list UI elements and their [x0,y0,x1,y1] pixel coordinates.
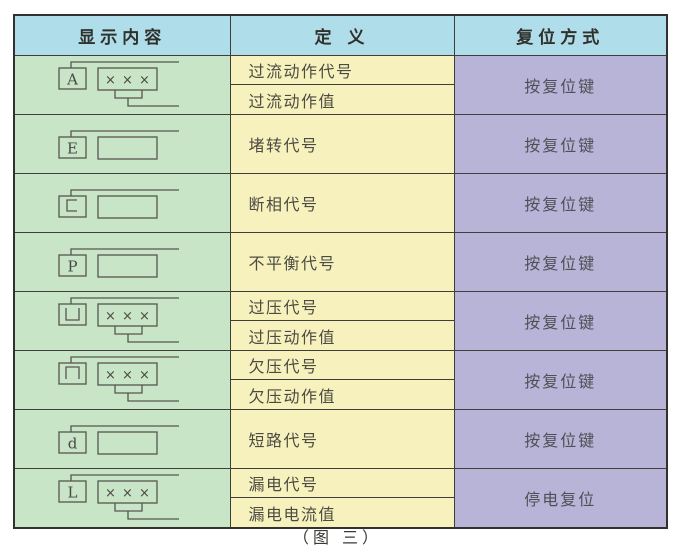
table-row: L × × × 漏电代号漏电电流值 停电复位 [13,468,668,529]
definition-label: 过流动作代号 [230,56,454,85]
display-symbol-graphic: L × × × [58,474,179,520]
display-symbol-graphic: d [58,425,179,455]
definition-cell: 过流动作代号过流动作值 [229,55,455,115]
definition-label: 短路代号 [248,431,319,450]
reset-label: 按复位键 [524,136,597,155]
display-cell: L × × × [13,468,231,529]
display-cell: A × × × [13,55,231,115]
table-row: × × × 过压代号过压动作值 按复位键 [13,291,668,351]
symbol-letter: L [68,484,78,502]
value-placeholder-char: × [122,368,133,383]
definition-label: 断相代号 [248,195,319,214]
display-cell [13,173,231,233]
display-cell: × × × [13,291,231,351]
symbol-letter: E [67,140,78,158]
display-symbol-graphic: × × × [58,297,179,343]
header-definition: 定 义 [229,14,455,56]
definition-cell: 短路代号 [229,409,455,469]
definition-cell: 堵转代号 [229,114,455,174]
definition-label: 过流动作值 [248,91,337,111]
reset-label: 按复位键 [524,313,597,332]
display-cell: P [13,232,231,292]
reset-cell: 按复位键 [453,350,668,410]
reset-label: 按复位键 [524,195,597,214]
display-cell: E [13,114,231,174]
definition-cell: 漏电代号漏电电流值 [229,468,455,529]
value-placeholder-char: × [122,486,133,501]
display-symbol-graphic [58,189,179,219]
display-symbol-graphic: E [58,130,179,160]
value-placeholder-char: × [105,486,116,501]
reset-cell: 停电复位 [453,468,668,529]
value-placeholder-char: × [122,309,133,324]
reset-label: 按复位键 [524,372,597,391]
definition-cell: 欠压代号欠压动作值 [229,350,455,410]
table-body: A × × × 过流动作代号过流动作值 按复位键 E 堵转代号 按复位键 断相代号 按… [13,55,668,529]
reset-cell: 按复位键 [453,55,668,115]
reset-cell: 按复位键 [453,173,668,233]
display-symbol-graphic: × × × [58,356,179,402]
table-header: 显示内容 定 义 复位方式 [13,14,668,56]
table-row: d 短路代号 按复位键 [13,409,668,469]
value-placeholder-char: × [139,309,150,324]
symbol-letter: d [68,435,78,453]
definition-label: 过压动作值 [248,327,337,347]
definition-cell: 断相代号 [229,173,455,233]
reset-label: 按复位键 [524,254,597,273]
value-placeholder-char: × [122,73,133,88]
definition-label: 漏电代号 [230,469,454,498]
header-display-content: 显示内容 [13,14,231,56]
reset-label: 按复位键 [524,431,597,450]
value-placeholder-char: × [139,73,150,88]
definition-label: 不平衡代号 [248,254,337,273]
definition-label: 漏电电流值 [248,504,337,524]
definition-label: 欠压代号 [230,351,454,380]
reset-label: 停电复位 [524,490,597,509]
table-row: × × × 欠压代号欠压动作值 按复位键 [13,350,668,410]
reset-cell: 按复位键 [453,409,668,469]
display-symbol-graphic: P [58,248,179,278]
value-placeholder-char: × [105,309,116,324]
table-row: 断相代号 按复位键 [13,173,668,233]
table-row: E 堵转代号 按复位键 [13,114,668,174]
symbol-letter: A [66,71,78,89]
display-symbol-graphic: A × × × [58,61,179,107]
value-placeholder-char: × [139,486,150,501]
reset-label: 按复位键 [524,77,597,96]
definition-cell: 不平衡代号 [229,232,455,292]
header-row: 显示内容 定 义 复位方式 [13,14,668,56]
table-row: A × × × 过流动作代号过流动作值 按复位键 [13,55,668,115]
definition-label: 欠压动作值 [248,386,337,406]
table-row: P 不平衡代号 按复位键 [13,232,668,292]
reset-cell: 按复位键 [453,232,668,292]
definition-cell: 过压代号过压动作值 [229,291,455,351]
definition-label: 堵转代号 [248,136,319,155]
fault-code-table: 显示内容 定 义 复位方式 A × × × 过流动作代号过流动作值 按复位键 E 堵转… [13,14,668,529]
header-reset-method: 复位方式 [453,14,668,56]
display-cell: × × × [13,350,231,410]
value-placeholder-char: × [139,368,150,383]
reset-cell: 按复位键 [453,291,668,351]
definition-label: 过压代号 [230,292,454,321]
figure-caption: （图 三） [292,528,383,547]
display-cell: d [13,409,231,469]
value-placeholder-char: × [105,368,116,383]
reset-cell: 按复位键 [453,114,668,174]
symbol-letter: P [67,258,77,276]
value-placeholder-char: × [105,73,116,88]
